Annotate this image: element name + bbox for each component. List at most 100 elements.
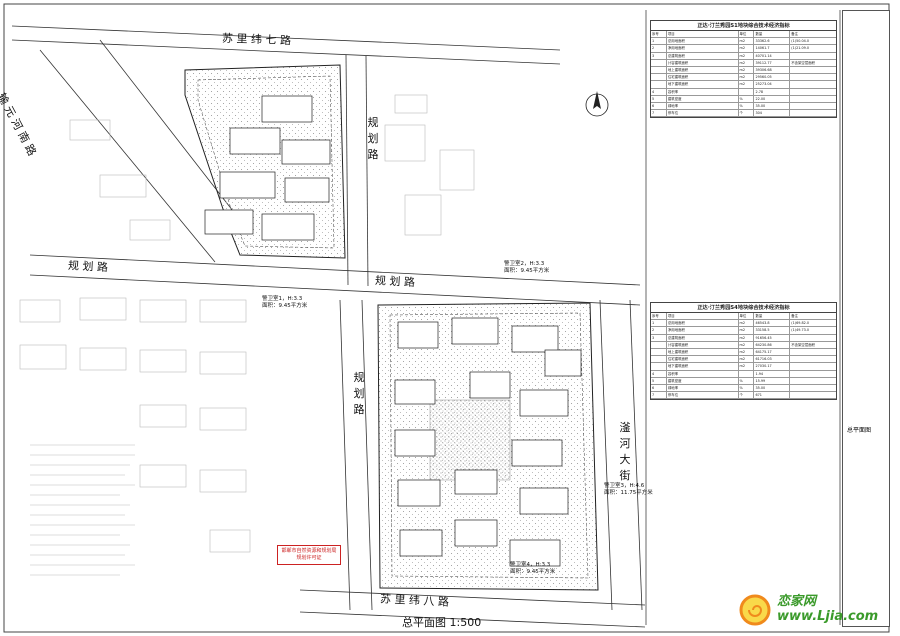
table-cell: 1 (651, 320, 667, 327)
table-cell (790, 103, 836, 109)
table-cell (790, 53, 836, 59)
table-cell: m2 (739, 66, 755, 74)
road-label-middle-right: 规 划 路 (374, 273, 416, 290)
table-cell: 22.00 (754, 95, 791, 102)
table-cell (790, 74, 836, 80)
table-cell: 住宅建筑面积 (667, 74, 739, 81)
table-cell (790, 378, 836, 384)
table-cell: 91656.45 (754, 334, 791, 341)
guardhouse-4: 警卫室4，H:3.3 面积：9.45平方米 (510, 562, 555, 576)
table-s1-title: 正达·汀兰秀园S1地块综合技术经济指标 (651, 21, 836, 31)
table-cell: 计容建筑面积 (667, 341, 739, 348)
table-cell: m2 (739, 38, 755, 45)
table-cell (651, 59, 667, 66)
table-cell (790, 110, 836, 116)
table-cell: 绿地率 (667, 384, 739, 392)
table-cell: m2 (739, 45, 755, 52)
guardhouse-1-area: 面积：9.45平方米 (262, 303, 308, 309)
notes-lines (30, 444, 135, 576)
approval-stamp: 邯郸市自然资源和规划局 规划许可证 (277, 545, 341, 565)
stamp-line-2: 规划许可证 (296, 555, 322, 561)
title-block: 总平面图 (842, 10, 890, 627)
guardhouse-1: 警卫室1，H:3.3 面积：9.45平方米 (262, 296, 307, 310)
table-cell: 304 (754, 110, 791, 117)
table-cell (739, 370, 755, 377)
table-cell: 27030.17 (754, 363, 791, 370)
table-header-cell: 序号 (651, 313, 667, 320)
table-cell: m2 (739, 52, 755, 59)
table-cell: 39112.77 (754, 59, 791, 66)
table-s4-title: 正达·汀兰秀园S4地块综合技术经济指标 (651, 303, 836, 313)
table-cell: 地上建筑面积 (667, 66, 739, 74)
table-cell: % (739, 377, 755, 384)
table-cell: % (739, 384, 755, 392)
table-header-cell: 单位 (739, 313, 755, 320)
table-cell (790, 335, 836, 341)
table-header: 序号 项目 单位 数量 备注 (651, 313, 836, 321)
table-header-cell: 项目 (667, 31, 739, 38)
road-label-east: 滏 河 大 街 (619, 421, 631, 482)
table-cell: 29560.05 (754, 74, 791, 81)
table-cell: 14061.7 (754, 45, 791, 52)
table-cell: 7 (651, 110, 667, 117)
table-cell: 总用地面积 (667, 38, 739, 45)
table-cell: 35.00 (754, 384, 791, 392)
table-cell (790, 96, 836, 102)
table-cell: 住宅建筑面积 (667, 356, 739, 363)
table-cell (790, 356, 836, 362)
watermark-logo: 恋家网 www.Ljia.com (735, 588, 885, 630)
table-cell: 671 (754, 392, 791, 399)
table-cell: (1)21.09.0 (791, 46, 810, 51)
table-cell: % (739, 102, 755, 110)
snail-logo-icon (739, 594, 771, 626)
table-cell: 40701.14 (754, 52, 791, 59)
guardhouse-3: 警卫室3，H:4.6 面积：11.75平方米 (604, 483, 653, 497)
table-header: 序号 项目 单位 数量 备注 (651, 31, 836, 39)
guardhouse-2: 警卫室2，H:3.3 面积：9.45平方米 (504, 261, 549, 275)
table-cell: 容积率 (667, 370, 739, 377)
s4-block (377, 302, 599, 591)
side-title: 总平面图 (847, 427, 872, 434)
guardhouse-2-area: 面积：9.45平方米 (504, 268, 550, 274)
table-cell: 总用地面积 (667, 320, 739, 327)
guardhouse-1-name: 警卫室1，H:3.3 (262, 296, 303, 302)
guardhouse-3-name: 警卫室3，H:4.6 (604, 483, 645, 489)
table-cell: m2 (739, 81, 755, 88)
watermark-text: 恋家网 www.Ljia.com (777, 594, 879, 624)
table-header-cell: 单位 (739, 31, 755, 38)
table-cell: m2 (739, 327, 755, 334)
table-cell: 绿地率 (667, 102, 739, 110)
table-cell: m2 (739, 341, 755, 348)
table-header-cell: 项目 (667, 313, 739, 320)
table-cell: 净用地面积 (667, 45, 739, 52)
table-cell: 停车位 (667, 392, 739, 399)
road-label-middle: 规 划 路 (67, 258, 109, 275)
table-cell: 4 (651, 88, 667, 95)
table-cell: 5 (651, 95, 667, 102)
table-cell: m2 (739, 356, 755, 363)
table-cell: m2 (739, 59, 755, 66)
table-cell (651, 66, 667, 74)
table-cell: 地下建筑面积 (667, 363, 739, 370)
table-cell: 2 (651, 327, 667, 334)
table-cell: 15.99 (754, 377, 791, 384)
table-cell: m2 (739, 74, 755, 81)
table-cell: 个 (739, 110, 755, 117)
guardhouse-4-area: 面积：9.45平方米 (510, 569, 556, 575)
road-label-south-vertical: 规 划 路 (353, 371, 365, 416)
table-cell (651, 363, 667, 370)
table-cell: 33362.6 (754, 38, 791, 45)
table-cell: m2 (739, 320, 755, 327)
